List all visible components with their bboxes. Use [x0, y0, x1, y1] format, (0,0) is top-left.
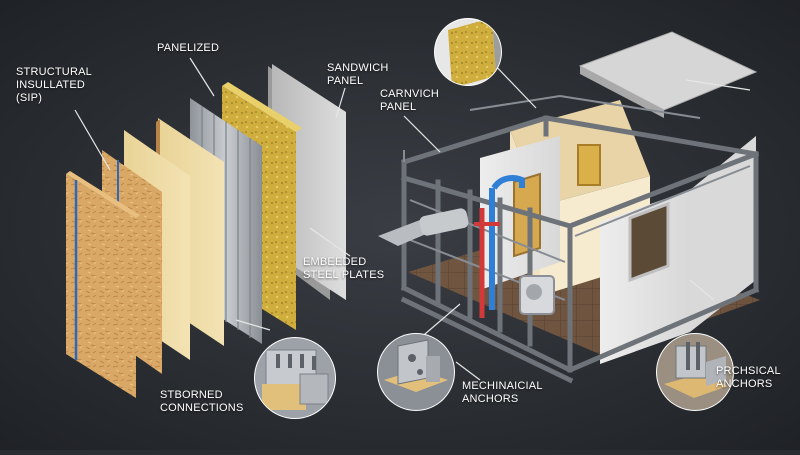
callout-stborned-connections [254, 337, 336, 419]
callout-prchsical-anchors [656, 333, 734, 411]
callout-mechinaicial-anchors [377, 333, 455, 411]
label-prchsical-anchors: PRCHSICAL ANCHORS [716, 365, 781, 390]
label-stborned-connections: STBORNED CONNECTIONS [160, 389, 244, 414]
label-mechinaicial-anchors: MECHINAICIAL ANCHORS [462, 380, 543, 405]
mineral-wool-top [222, 82, 302, 132]
window [628, 201, 670, 283]
label-carnvich-panel: CARNVICH PANEL [380, 88, 440, 113]
osb-front-top [66, 171, 140, 218]
exploded-panel-stack [66, 64, 346, 398]
roof-panel-edge [580, 66, 664, 118]
label-sandwich-panel: SANDWICH PANEL [327, 62, 389, 87]
pipe-blue-top [491, 175, 525, 190]
label-structural-insulated: STRUCTURAL INSULLATED (SIP) [16, 66, 92, 104]
osb-panel-front [66, 174, 136, 398]
door-back [577, 144, 601, 186]
label-panelized: PANELIZED [157, 42, 220, 54]
frame-bracing [403, 95, 751, 301]
steel-frame [400, 115, 760, 384]
hvac-fan [526, 284, 542, 300]
duct-pipe [419, 208, 469, 236]
callout-osb-corner [434, 18, 502, 86]
modular-building [378, 31, 760, 384]
side-wall [690, 136, 756, 332]
label-embedded-steel-plates: EMBEEDED STEEL PLATES [303, 256, 385, 281]
